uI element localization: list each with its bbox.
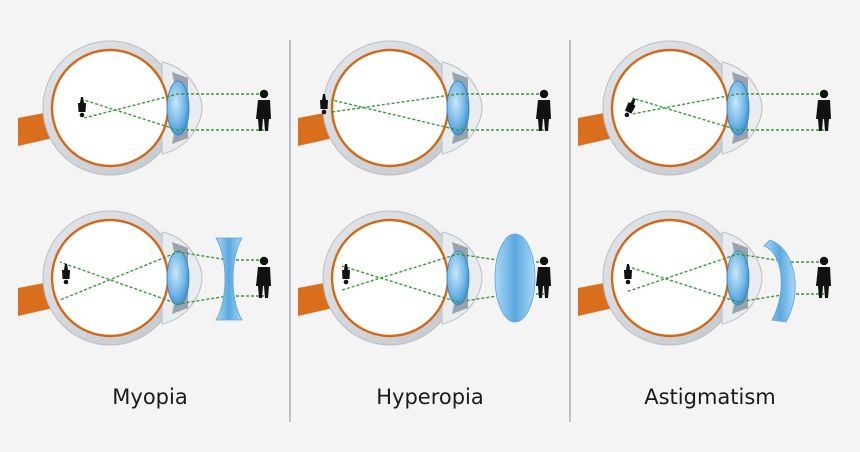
myopia-uncorrected (16, 39, 271, 177)
astigmatism-uncorrected (576, 39, 831, 177)
caption-hyperopia: Hyperopia (376, 385, 484, 409)
myopia-corrected (16, 209, 271, 347)
eye-icon (16, 209, 204, 347)
caption-myopia: Myopia (112, 385, 188, 409)
person-silhouette-icon (816, 256, 831, 298)
eye-icon (576, 39, 764, 177)
caption-astigmatism: Astigmatism (644, 385, 776, 409)
hyperopia-uncorrected (296, 39, 551, 177)
light-rays (331, 93, 544, 131)
person-silhouette-icon (536, 256, 551, 298)
eye-icon (296, 209, 484, 347)
hyperopia-corrected (296, 209, 551, 347)
person-silhouette-icon (536, 89, 551, 131)
person-silhouette-icon (256, 256, 271, 298)
person-silhouette-icon (816, 89, 831, 131)
light-rays (59, 251, 264, 305)
light-rays (631, 93, 824, 131)
astigmatism-corrected (576, 209, 831, 347)
convex-lens-icon (494, 233, 536, 323)
light-rays (625, 253, 824, 303)
person-silhouette-icon (256, 89, 271, 131)
light-rays (83, 93, 264, 131)
concave-lens-icon (215, 237, 243, 321)
cylindrical-lens-icon (763, 239, 796, 323)
eye-icon (576, 209, 764, 347)
